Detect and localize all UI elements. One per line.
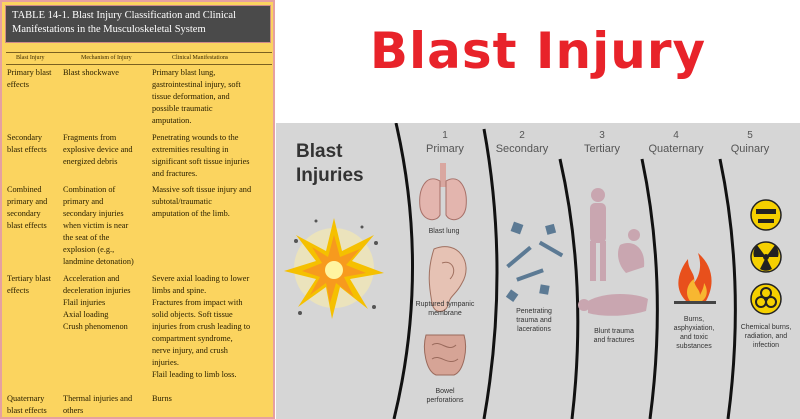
caption-bowel-2: perforations: [427, 397, 464, 404]
caption-chem-2: radiation, and: [745, 333, 788, 340]
caption-burns-3: and toxic: [680, 334, 709, 341]
column-label-tertiary: Tertiary: [584, 143, 621, 155]
column-label-primary: Primary: [426, 143, 464, 155]
table-cell-mechanism: Thermal injuries and others: [63, 394, 133, 415]
separator-2: [482, 128, 499, 419]
separator-5: [718, 158, 737, 419]
table-cell-injury: Secondary blast effects: [7, 133, 47, 154]
table-rule-top: [6, 52, 272, 53]
table-cell-mechanism: Acceleration and deceleration injuries F…: [63, 274, 131, 331]
col-header-mechanism: Mechanism of Injury: [81, 55, 132, 61]
table-cell-mechanism: Blast shockwave: [63, 68, 119, 77]
caption-chem-3: infection: [753, 342, 779, 349]
blast-infographic: Blast Injuries 1 Primary 2 Seconda: [276, 123, 800, 419]
table-cell-manifestation: Severe axial loading to lower limbs and …: [152, 274, 251, 379]
table-title-line2: Manifestations in the Musculoskeletal Sy…: [12, 24, 206, 35]
table-cell-manifestation: Penetrating wounds to the extremities re…: [152, 133, 250, 178]
table-cell-mechanism: Combination of primary and secondary inj…: [63, 185, 134, 266]
table-rule-header: [6, 64, 272, 65]
caption-burns-4: substances: [676, 343, 712, 350]
separator-4: [640, 158, 659, 419]
separator-1: [392, 123, 414, 419]
infographic-title-line1: Blast: [296, 141, 343, 162]
explosion-icon: [284, 218, 384, 319]
table-title: TABLE 14-1. Blast Injury Classification …: [6, 6, 270, 40]
bowel-icon: [423, 334, 467, 376]
fire-icon: [674, 253, 716, 304]
caption-penetrating-1: Penetrating: [516, 308, 552, 315]
column-number-3: 3: [599, 130, 605, 141]
table-title-line1: TABLE 14-1. Blast Injury Classification …: [12, 10, 236, 21]
debris-icon: [505, 221, 564, 302]
table-cell-manifestation: Burns: [152, 394, 172, 403]
table-cell-injury: Primary blast effects: [7, 68, 52, 89]
caption-bowel-1: Bowel: [435, 388, 455, 395]
caption-burns-2: asphyxiation,: [674, 325, 715, 332]
table-cell-manifestation: Primary blast lung, gastrointestinal inj…: [152, 68, 241, 125]
main-title-banner: Blast Injury: [276, 0, 800, 122]
col-header-manifestations: Clinical Manifestations: [172, 55, 229, 61]
column-number-1: 1: [442, 130, 448, 141]
person-crouching-icon: [618, 229, 645, 273]
main-title: Blast Injury: [369, 22, 707, 80]
column-label-quaternary: Quaternary: [648, 143, 704, 155]
radiation-hazard-icon: [750, 241, 782, 273]
infographic-title-line2: Injuries: [296, 165, 364, 186]
table-cell-injury: Tertiary blast effects: [7, 274, 51, 295]
person-lying-icon: [578, 294, 648, 316]
caption-blast-lung: Blast lung: [429, 228, 460, 235]
caption-penetrating-3: lacerations: [517, 326, 551, 333]
col-header-injury: Blast Injury: [16, 55, 45, 61]
classification-table: TABLE 14-1. Blast Injury Classification …: [0, 0, 275, 419]
caption-blunt-1: Blunt trauma: [594, 328, 634, 335]
corrosive-hazard-icon: [750, 199, 782, 231]
biohazard-icon: [750, 283, 782, 315]
column-number-2: 2: [519, 130, 525, 141]
caption-tympanic-1: Ruptured tympanic: [416, 301, 475, 308]
table-cell-injury: Quaternary blast effects: [7, 394, 47, 415]
person-standing-icon: [590, 188, 606, 281]
caption-penetrating-2: trauma and: [516, 317, 552, 324]
column-number-5: 5: [747, 130, 753, 141]
caption-burns-1: Burns,: [684, 316, 704, 323]
caption-blunt-2: and fractures: [594, 337, 635, 344]
caption-tympanic-2: membrane: [428, 310, 462, 317]
table-cell-manifestation: Massive soft tissue injury and subtotal/…: [152, 185, 252, 218]
table-header: TABLE 14-1. Blast Injury Classification …: [5, 5, 271, 43]
column-label-secondary: Secondary: [496, 143, 549, 155]
table-cell-injury: Combined primary and secondary blast eff…: [7, 185, 48, 230]
table-cell-mechanism: Fragments from explosive device and ener…: [63, 133, 133, 166]
ear-icon: [428, 246, 467, 312]
infographic-svg: Blast Injuries 1 Primary 2 Seconda: [284, 123, 792, 419]
separator-3: [558, 158, 580, 419]
caption-chem-1: Chemical burns,: [741, 324, 792, 331]
lung-icon: [419, 163, 467, 221]
column-number-4: 4: [673, 130, 679, 141]
column-label-quinary: Quinary: [731, 143, 770, 155]
